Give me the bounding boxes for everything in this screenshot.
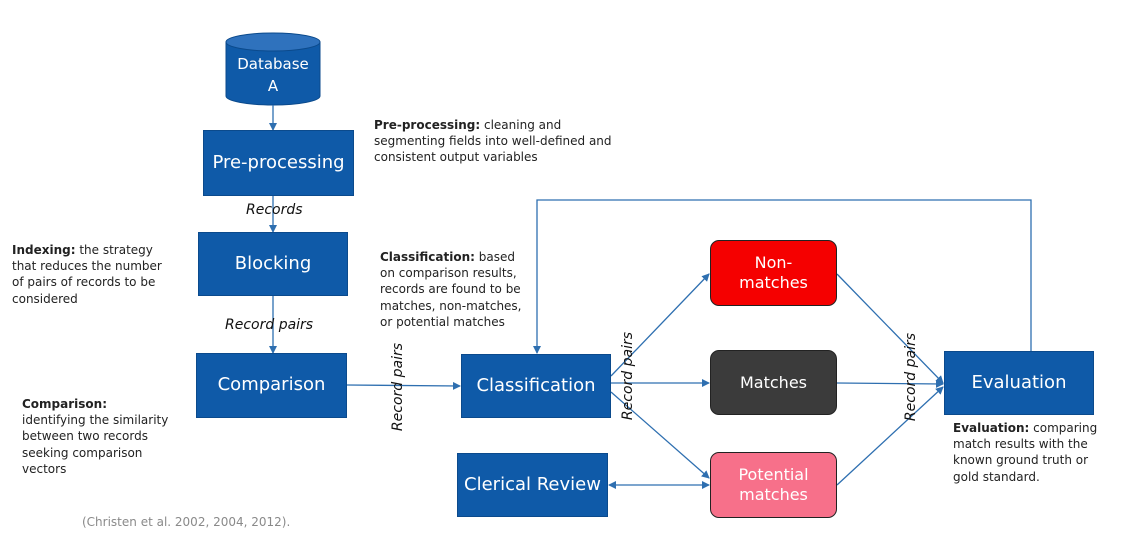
note-comparison: Comparison: identifying the similarity b… — [22, 396, 172, 477]
note-classification-term: Classification: — [380, 250, 475, 264]
note-indexing: Indexing: the strategy that reduces the … — [12, 242, 167, 307]
note-preprocessing-term: Pre-processing: — [374, 118, 481, 132]
matches-box: Matches — [710, 350, 837, 415]
non-matches-label-line1: Non- — [754, 253, 793, 272]
potential-matches-label-line2: matches — [739, 485, 808, 504]
note-classification-text: based on comparison results, records are… — [380, 250, 522, 329]
database-label: Database A — [226, 54, 320, 98]
database-cylinder — [225, 32, 321, 106]
note-evaluation-text: comparing match results with the known g… — [953, 421, 1098, 484]
note-preprocessing: Pre-processing: cleaning and segmenting … — [374, 117, 619, 166]
potential-matches-label-line1: Potential — [738, 465, 809, 484]
arrow-nonmatches-to-evaluation — [836, 273, 944, 384]
potential-matches-box: Potential matches — [710, 452, 837, 518]
matches-label: Matches — [740, 372, 807, 392]
comparison-box: Comparison — [196, 353, 347, 418]
note-preprocessing-text: cleaning and segmenting fields into well… — [374, 118, 612, 165]
citation: (Christen et al. 2002, 2004, 2012). — [82, 515, 291, 529]
note-comparison-term: Comparison: — [22, 397, 108, 411]
note-classification: Classification: based on comparison resu… — [380, 249, 525, 330]
classification-box: Classification — [461, 354, 611, 418]
comparison-label: Comparison — [217, 374, 326, 396]
non-matches-box: Non- matches — [710, 240, 837, 306]
blocking-label: Blocking — [234, 252, 312, 274]
database-label-line1: Database — [237, 55, 309, 73]
arrow-evaluation-feedback — [533, 199, 1032, 354]
preprocessing-box: Pre-processing — [203, 130, 354, 196]
classification-label: Classification — [476, 374, 596, 396]
edge-label-record-pairs-comparison: Record pairs — [390, 342, 406, 432]
edge-label-record-pairs-classification: Record pairs — [620, 331, 636, 421]
arrow-matches-to-evaluation — [836, 379, 944, 388]
note-indexing-term: Indexing: — [12, 243, 76, 257]
clerical-review-box: Clerical Review — [457, 453, 608, 517]
note-evaluation-term: Evaluation: — [953, 421, 1030, 435]
arrow-comparison-to-classification — [346, 381, 461, 390]
arrow-classification-to-potential — [610, 391, 710, 479]
edge-label-records: Records — [246, 202, 303, 218]
clerical-review-label: Clerical Review — [464, 473, 601, 495]
preprocessing-label: Pre-processing — [212, 151, 345, 173]
edge-label-record-pairs-blocking: Record pairs — [225, 317, 314, 333]
evaluation-label: Evaluation — [971, 371, 1067, 393]
note-comparison-text: identifying the similarity between two r… — [22, 413, 169, 476]
arrow-potential-to-evaluation — [836, 386, 944, 486]
arrow-classification-to-nonmatches — [610, 273, 710, 377]
note-indexing-text: the strategy that reduces the number of … — [12, 243, 162, 306]
edge-label-record-pairs-evaluation: Record pairs — [903, 332, 919, 422]
database-label-line2: A — [267, 76, 279, 95]
note-evaluation: Evaluation: comparing match results with… — [953, 420, 1103, 485]
non-matches-label-line2: matches — [739, 273, 808, 292]
blocking-box: Blocking — [198, 232, 348, 296]
evaluation-box: Evaluation — [944, 351, 1094, 415]
